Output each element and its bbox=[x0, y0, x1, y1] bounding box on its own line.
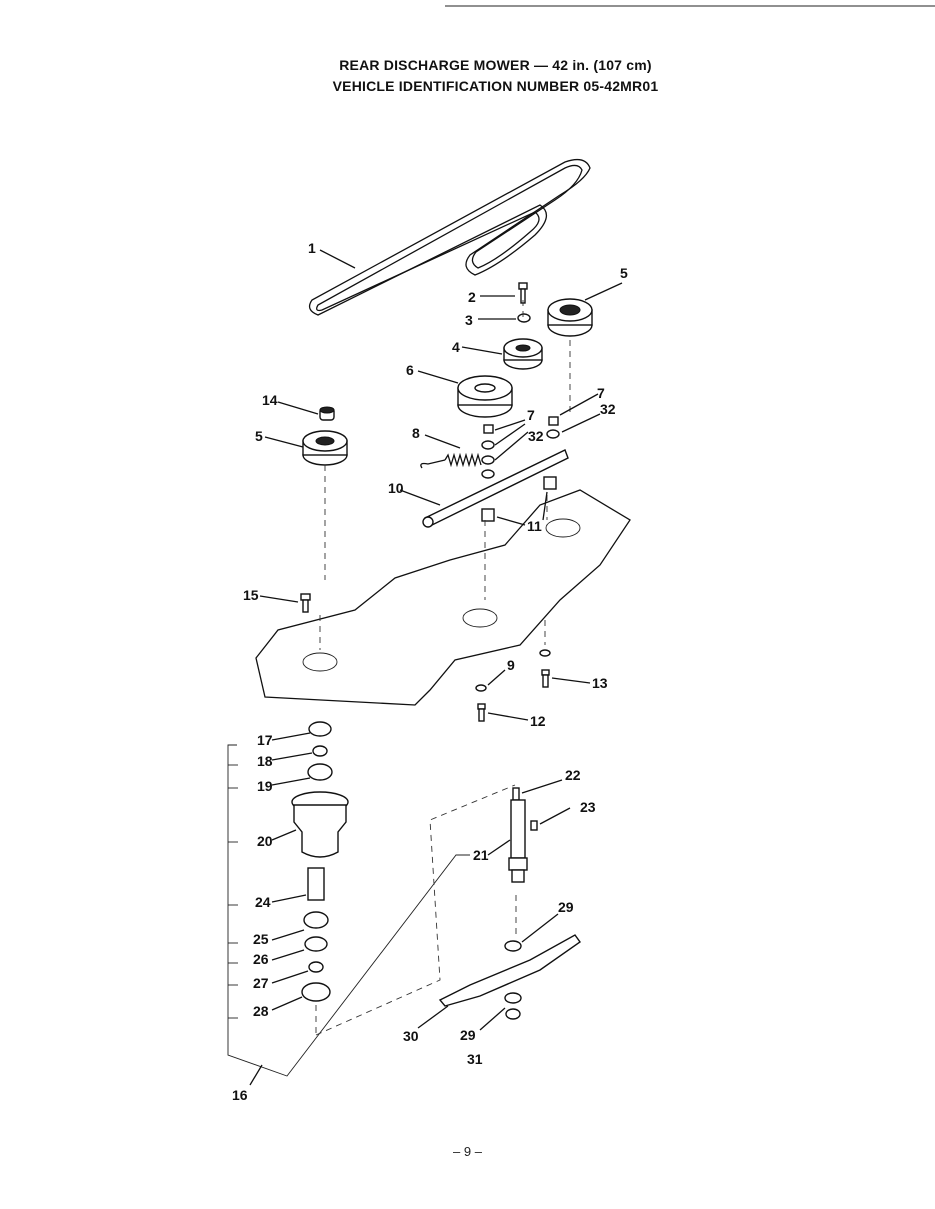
callout-29-lower: 29 bbox=[460, 1027, 476, 1043]
v-belt-part bbox=[308, 158, 591, 316]
spacers-part bbox=[481, 476, 557, 522]
callout-2: 2 bbox=[468, 289, 476, 305]
callout-23: 23 bbox=[580, 799, 596, 815]
idler-arm-part bbox=[422, 449, 569, 528]
spindle-assembly-part bbox=[291, 721, 349, 1002]
callout-4: 4 bbox=[452, 339, 460, 355]
callout-19: 19 bbox=[257, 778, 273, 794]
callout-31: 31 bbox=[467, 1051, 483, 1067]
callout-28: 28 bbox=[253, 1003, 269, 1019]
callout-7-right: 7 bbox=[597, 385, 605, 401]
callout-24: 24 bbox=[255, 894, 271, 910]
callout-18: 18 bbox=[257, 753, 273, 769]
callout-8: 8 bbox=[412, 425, 420, 441]
callout-27: 27 bbox=[253, 975, 269, 991]
callout-14: 14 bbox=[262, 392, 278, 408]
spindle-pulley-left-part bbox=[302, 430, 348, 466]
callout-26: 26 bbox=[253, 951, 269, 967]
nut-part bbox=[319, 406, 335, 421]
callout-16: 16 bbox=[232, 1087, 248, 1103]
callout-22: 22 bbox=[565, 767, 581, 783]
callout-29-upper: 29 bbox=[558, 899, 574, 915]
deck-bolt-part bbox=[300, 593, 311, 613]
callout-5-right: 5 bbox=[620, 265, 628, 281]
callout-12: 12 bbox=[530, 713, 546, 729]
spring-part bbox=[420, 452, 482, 469]
page-number: – 9 – bbox=[453, 1144, 482, 1159]
mower-blade-part bbox=[438, 934, 581, 1020]
idler-pulley-part bbox=[503, 338, 543, 370]
callout-21: 21 bbox=[473, 847, 489, 863]
bolt-part bbox=[518, 282, 528, 304]
callout-15: 15 bbox=[243, 587, 259, 603]
spindle-pulley-right-part bbox=[547, 298, 593, 337]
callout-13: 13 bbox=[592, 675, 608, 691]
callout-17: 17 bbox=[257, 732, 273, 748]
leader-lines bbox=[249, 249, 623, 1086]
diagram-title: REAR DISCHARGE MOWER — 42 in. (107 cm) bbox=[339, 57, 652, 73]
callout-5-left: 5 bbox=[255, 428, 263, 444]
vehicle-id-subtitle: VEHICLE IDENTIFICATION NUMBER 05-42MR01 bbox=[332, 78, 659, 94]
drive-pulley-part bbox=[457, 375, 513, 418]
mower-deck-part bbox=[255, 489, 631, 706]
callout-1: 1 bbox=[308, 240, 316, 256]
underside-bolts-part bbox=[475, 649, 551, 722]
callout-6: 6 bbox=[406, 362, 414, 378]
washer-part bbox=[517, 313, 531, 323]
nuts-washers-part bbox=[481, 416, 560, 479]
callout-11: 11 bbox=[527, 518, 542, 534]
callout-25: 25 bbox=[253, 931, 269, 947]
callout-10: 10 bbox=[388, 480, 404, 496]
callout-7-center: 7 bbox=[527, 407, 535, 423]
callout-32-right: 32 bbox=[600, 401, 616, 417]
callout-3: 3 bbox=[465, 312, 473, 328]
callout-9: 9 bbox=[507, 657, 515, 673]
spindle-shaft-part bbox=[508, 787, 538, 883]
callout-32-center: 32 bbox=[528, 428, 544, 444]
callout-20: 20 bbox=[257, 833, 273, 849]
callout-30: 30 bbox=[403, 1028, 419, 1044]
